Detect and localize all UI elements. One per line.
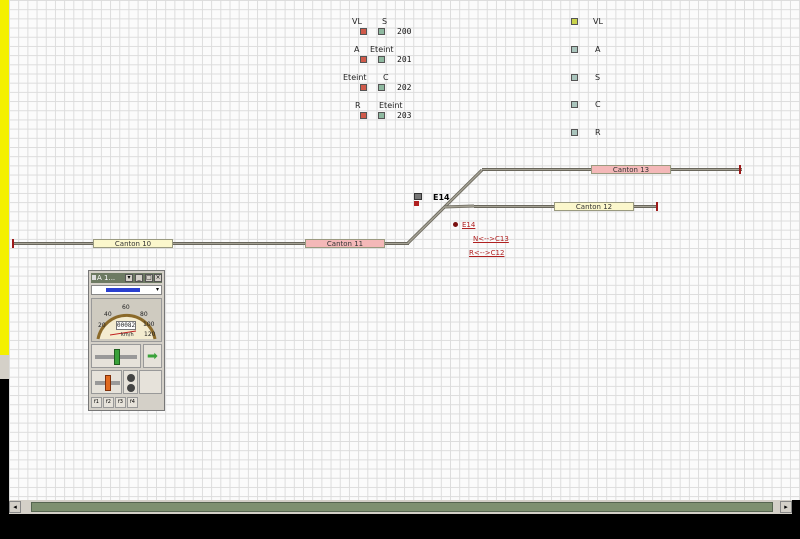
lamp-icon [127,384,135,392]
left-gray-strip [0,355,9,379]
route-link-n[interactable]: N<-->C13 [473,235,509,243]
signal-green-lamp[interactable] [378,28,385,35]
switch-state-icon [414,201,419,206]
left-yellow-bar [0,0,9,355]
speed-tick: 120 [144,331,156,338]
speed-tick: 100 [143,321,155,328]
track-end-lower [656,202,658,211]
throttle-empty-panel [139,370,162,394]
signal-address: 201 [397,55,412,64]
signal-address: 200 [397,27,412,36]
signal-label-left: VL [352,17,362,26]
speed-tick: 80 [140,311,148,318]
locomotive-select[interactable]: ▾ [91,285,162,295]
function-button[interactable]: f4 [127,397,138,408]
signal-red-lamp[interactable] [360,28,367,35]
track-end-upper [739,165,741,174]
close-button[interactable]: × [154,274,162,282]
locomotive-image [106,288,140,292]
arrow-right-icon: ➡ [147,349,158,364]
scroll-right-icon[interactable]: ▸ [780,501,792,513]
canton-11[interactable]: Canton 11 [305,239,385,248]
legend-lamp-s[interactable] [571,74,578,81]
signal-label-right: S [382,17,388,26]
speed-tick: 40 [104,311,112,318]
legend-label: C [595,100,601,109]
horizontal-scrollbar[interactable]: ◂ ▸ [9,500,792,514]
dropdown-icon[interactable]: ▾ [125,274,133,282]
function-button[interactable]: f2 [103,397,114,408]
track-end-left [12,239,14,248]
signal-label-right: Eteint [379,101,403,110]
lamp-icon [127,374,135,382]
window-icon [92,275,96,280]
signal-address: 203 [397,111,412,120]
legend-lamp-a[interactable] [571,46,578,53]
legend-label: A [595,45,601,54]
slider-handle[interactable] [105,375,111,391]
signal-green-lamp[interactable] [378,56,385,63]
light-toggle[interactable] [123,370,138,394]
signal-red-lamp[interactable] [360,56,367,63]
signal-label-right: Eteint [370,45,394,54]
signal-red-lamp[interactable] [360,112,367,119]
signal-label-left: Eteint [343,73,367,82]
layout-canvas[interactable]: VL S 200 A Eteint 201 Eteint C 202 R Ete… [9,0,800,500]
slider-handle[interactable] [114,349,120,365]
direction-button[interactable]: ➡ [143,344,162,368]
speedometer: 40 60 80 20 100 120 00082 km/h [91,298,162,342]
main-track [14,242,409,245]
route-title-link[interactable]: E14 [462,221,476,229]
throttle-titlebar[interactable]: A 1... ▾ _ □ × [91,273,162,283]
throttle-title: A 1... [97,274,116,282]
canton-13[interactable]: Canton 13 [591,165,671,174]
speed-tick: 20 [98,322,106,329]
legend-lamp-vl[interactable] [571,18,578,25]
speed-slider[interactable] [91,344,141,368]
minimize-button[interactable]: _ [135,274,143,282]
speed-unit: km/h [121,332,134,338]
canton-10[interactable]: Canton 10 [93,239,173,248]
canton-12[interactable]: Canton 12 [554,202,634,211]
brake-slider[interactable] [91,370,122,394]
function-button[interactable]: f1 [91,397,102,408]
signal-label-left: A [354,45,360,54]
signal-label-left: R [355,101,361,110]
switch-label: E14 [433,193,450,202]
legend-lamp-c[interactable] [571,101,578,108]
switch-diverging-track [406,168,484,245]
legend-lamp-r[interactable] [571,129,578,136]
throttle-window[interactable]: A 1... ▾ _ □ × ▾ 40 60 80 20 100 120 000… [88,270,165,411]
scroll-thumb[interactable] [31,502,773,512]
route-bullet-icon [453,222,458,227]
legend-label: VL [593,17,603,26]
function-button[interactable]: f3 [115,397,126,408]
speed-tick: 60 [122,304,130,311]
scroll-left-icon[interactable]: ◂ [9,501,21,513]
legend-label: R [595,128,601,137]
route-link-r[interactable]: R<-->C12 [469,249,505,257]
chevron-down-icon: ▾ [155,286,159,293]
maximize-button[interactable]: □ [145,274,153,282]
switch-indicator-icon[interactable] [414,193,422,200]
legend-label: S [595,73,601,82]
signal-label-right: C [383,73,389,82]
signal-green-lamp[interactable] [378,112,385,119]
odometer: 00082 [116,321,137,330]
signal-green-lamp[interactable] [378,84,385,91]
signal-red-lamp[interactable] [360,84,367,91]
signal-address: 202 [397,83,412,92]
